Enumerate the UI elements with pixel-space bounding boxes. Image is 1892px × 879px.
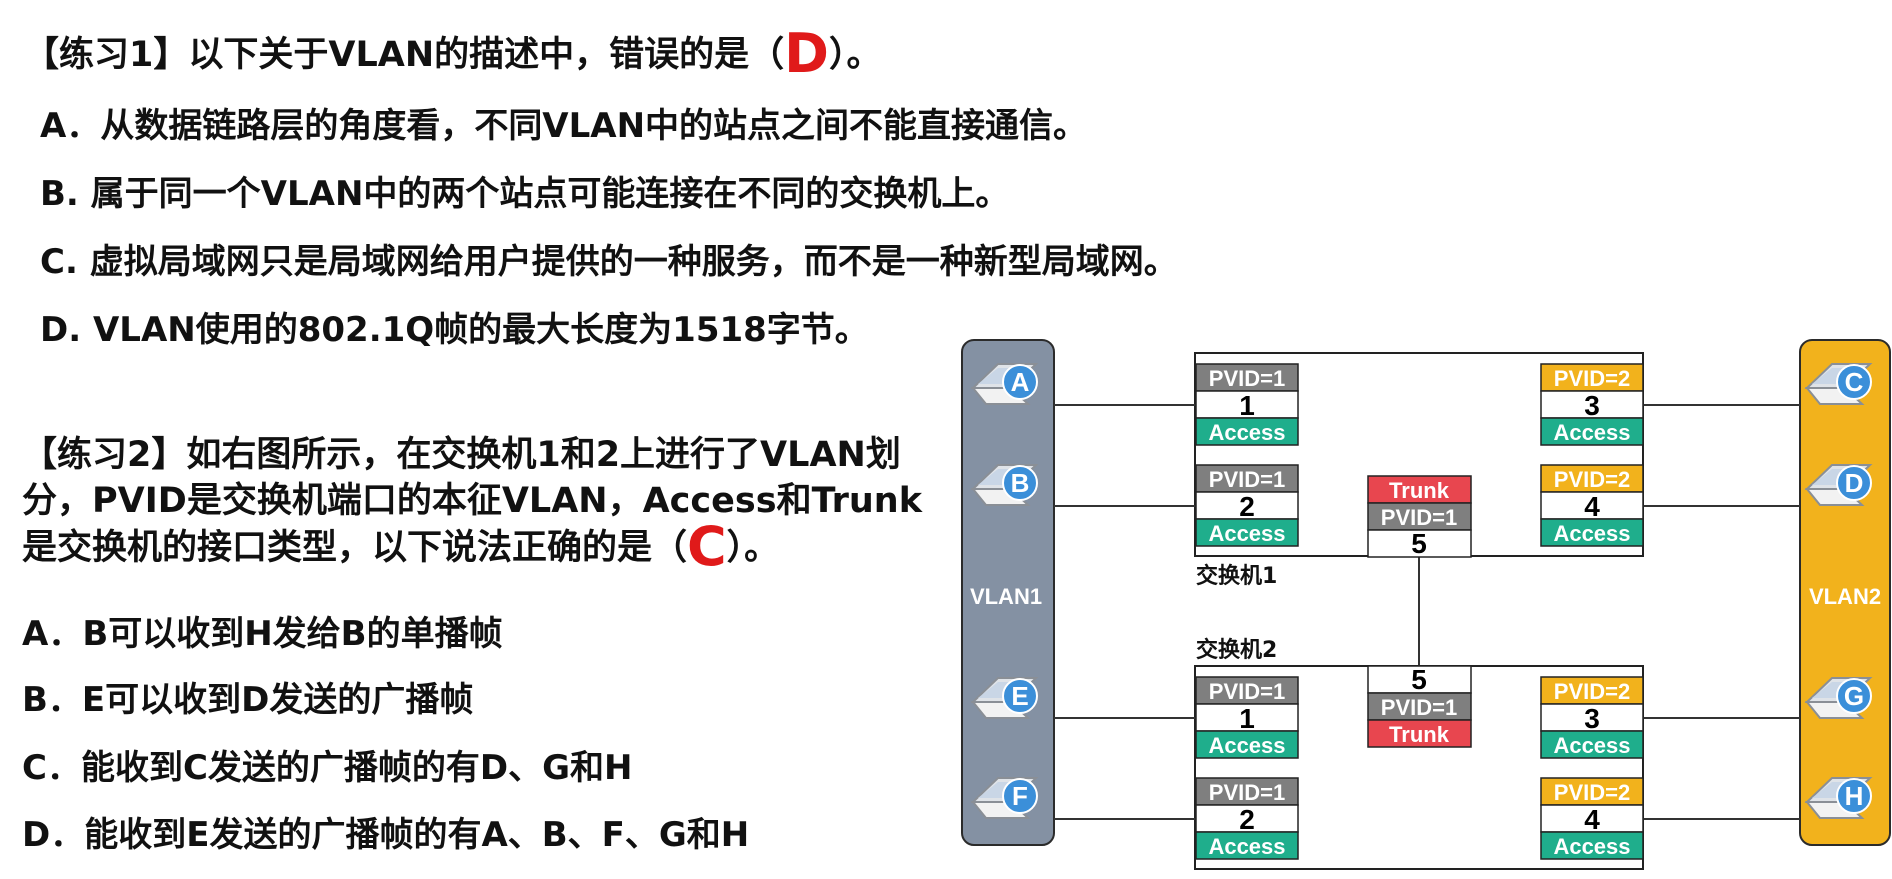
q1-stem-prefix: 【练习1】以下关于VLAN的描述中，错误的是（ — [24, 35, 785, 75]
sw2-port-2: PVID=1 2 Access — [1195, 777, 1299, 860]
pc-g-label: G — [1844, 681, 1864, 711]
pc-h-icon: H — [1804, 777, 1873, 819]
sw1-port-1: PVID=1 1 Access — [1195, 363, 1299, 446]
port-type-label: Access — [1553, 420, 1630, 445]
sw1-port-2: PVID=1 2 Access — [1195, 464, 1299, 547]
port-pvid-label: PVID=2 — [1554, 366, 1630, 391]
pc-f-icon: F — [970, 777, 1039, 819]
port-pvid-label: PVID=1 — [1209, 467, 1285, 492]
switch1-label: 交换机1 — [1196, 563, 1277, 589]
port-number: 3 — [1584, 703, 1600, 734]
port-type-label: Access — [1208, 420, 1285, 445]
q2-stem-suffix: ）。 — [726, 528, 780, 568]
vlan1-label: VLAN1 — [970, 584, 1042, 609]
q2-option-b: B．E可以收到D发送的广播帧 — [22, 680, 474, 720]
sw1-port-3: PVID=2 3 Access — [1540, 363, 1644, 446]
pc-e-label: E — [1011, 681, 1028, 711]
sw2-port-1: PVID=1 1 Access — [1195, 676, 1299, 759]
q1-option-c: C. 虚拟局域网只是局域网给用户提供的一种服务，而不是一种新型局域网。 — [40, 242, 1178, 282]
pc-c-label: C — [1845, 367, 1864, 397]
pc-a-label: A — [1011, 367, 1030, 397]
port-number: 3 — [1584, 390, 1600, 421]
port-type-label: Access — [1208, 834, 1285, 859]
pc-b-label: B — [1011, 468, 1030, 498]
port-number: 5 — [1411, 664, 1427, 695]
port-pvid-label: PVID=1 — [1209, 366, 1285, 391]
q2-option-a: A．B可以收到H发给B的单播帧 — [22, 614, 503, 654]
pc-b-icon: B — [970, 464, 1039, 506]
port-pvid-label: PVID=1 — [1209, 780, 1285, 805]
q2-option-c: C．能收到C发送的广播帧的有D、G和H — [22, 748, 633, 788]
q2-option-d: D．能收到E发送的广播帧的有A、B、F、G和H — [22, 815, 750, 855]
switch2-label: 交换机2 — [1196, 637, 1277, 663]
port-type-label: Access — [1208, 733, 1285, 758]
port-type-label: Access — [1553, 834, 1630, 859]
q2-answer: C — [687, 515, 727, 578]
port-type-label: Access — [1208, 521, 1285, 546]
q1-option-a: A．从数据链路层的角度看，不同VLAN中的站点之间不能直接通信。 — [40, 106, 1088, 146]
pc-d-icon: D — [1804, 464, 1873, 506]
port-number: 2 — [1239, 804, 1255, 835]
port-number: 4 — [1584, 804, 1600, 835]
sw1-port-5-trunk: Trunk PVID=1 5 — [1367, 475, 1472, 559]
port-type-label: Access — [1553, 521, 1630, 546]
pc-a-icon: A — [970, 363, 1039, 405]
port-number: 4 — [1584, 491, 1600, 522]
pc-e-icon: E — [970, 677, 1039, 719]
pc-f-label: F — [1012, 781, 1028, 811]
port-type-label: Trunk — [1389, 722, 1450, 747]
pc-g-icon: G — [1804, 677, 1873, 719]
port-number: 1 — [1239, 703, 1255, 734]
vlan2-label: VLAN2 — [1809, 584, 1881, 609]
port-number: 5 — [1411, 528, 1427, 559]
port-pvid-label: PVID=1 — [1381, 505, 1457, 530]
q1-stem-suffix: ）。 — [828, 35, 882, 75]
q1-stem: 【练习1】以下关于VLAN的描述中，错误的是（D）。 — [24, 22, 881, 85]
sw2-port-trunk: 5 PVID=1 Trunk — [1367, 664, 1472, 748]
port-pvid-label: PVID=2 — [1554, 780, 1630, 805]
port-pvid-label: PVID=2 — [1554, 679, 1630, 704]
pc-d-label: D — [1845, 468, 1864, 498]
q1-option-d: D. VLAN使用的802.1Q帧的最大长度为1518字节。 — [40, 310, 869, 350]
q1-option-b: B. 属于同一个VLAN中的两个站点可能连接在不同的交换机上。 — [40, 174, 1010, 214]
port-type-label: Access — [1553, 733, 1630, 758]
sw2-port-3: PVID=2 3 Access — [1540, 676, 1644, 759]
port-pvid-label: PVID=2 — [1554, 467, 1630, 492]
port-number: 2 — [1239, 491, 1255, 522]
q1-answer: D — [784, 22, 829, 85]
sw2-port-4: PVID=2 4 Access — [1540, 777, 1644, 860]
sw1-port-4: PVID=2 4 Access — [1540, 464, 1644, 547]
port-pvid-label: PVID=1 — [1381, 695, 1457, 720]
pc-h-label: H — [1845, 781, 1864, 811]
port-number: 1 — [1239, 390, 1255, 421]
port-type-label: Trunk — [1389, 478, 1450, 503]
pc-c-icon: C — [1804, 363, 1873, 405]
port-pvid-label: PVID=1 — [1209, 679, 1285, 704]
q2-stem-prefix: 【练习2】如右图所示，在交换机1和2上进行了VLAN划分，PVID是交换机端口的… — [22, 435, 922, 568]
access-links — [1054, 404, 1800, 820]
q2-stem: 【练习2】如右图所示，在交换机1和2上进行了VLAN划分，PVID是交换机端口的… — [22, 432, 942, 574]
